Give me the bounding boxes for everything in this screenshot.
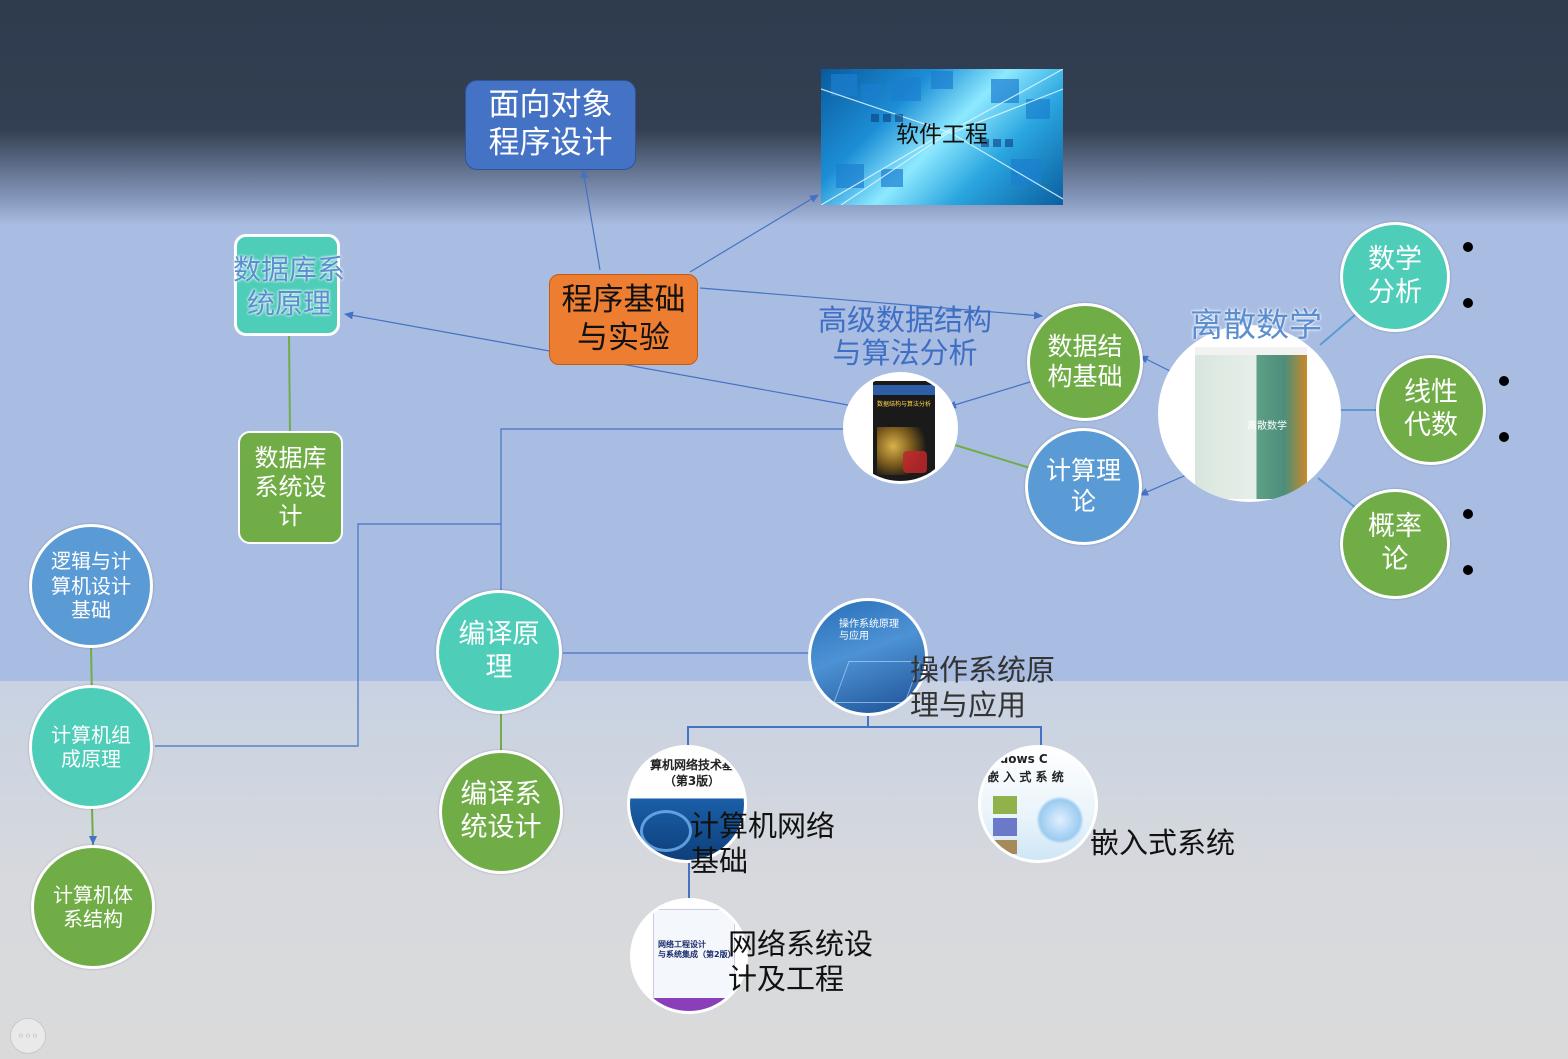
- arrow-basics-to-software: [689, 194, 819, 273]
- math-analysis-label: 数学 分析: [1368, 244, 1422, 308]
- line-os-tree: [687, 726, 1042, 745]
- math-analysis-node[interactable]: 数学 分析: [1340, 222, 1450, 332]
- discrete-cover-title: 离散数学: [1247, 421, 1287, 432]
- arrow-basics-to-oop: [580, 169, 601, 271]
- slide-menu-button[interactable]: ◦◦◦: [10, 1018, 46, 1054]
- oop-label: 面向对象 程序设计: [488, 87, 613, 161]
- compiler-node[interactable]: 编译原 理: [436, 590, 562, 714]
- network-cover-title: 算机网络技术基 （第3版）: [649, 758, 734, 788]
- arrow-ds-to-advds: [947, 381, 1031, 409]
- line-compiler-to-advds: [500, 428, 845, 590]
- network-book-cover[interactable]: 算机网络技术基 （第3版）: [627, 745, 747, 863]
- linear-algebra-label: 线性 代数: [1404, 377, 1458, 441]
- network-design-cover-title: 网络工程设计 与系统集成（第2版）: [658, 940, 736, 960]
- os-label: 操作系统原 理与应用: [910, 653, 1056, 723]
- network-label: 计算机网络 基础: [690, 809, 836, 879]
- software-eng-graphic: [821, 69, 1063, 205]
- bullet-dot: [1463, 565, 1473, 575]
- comp-theory-label: 计算理 论: [1045, 456, 1121, 516]
- logic-design-node[interactable]: 逻辑与计 算机设计 基础: [29, 524, 153, 648]
- adv-ds-label: 高级数据结构 与算法分析: [817, 303, 992, 371]
- ds-basics-label: 数据结 构基础: [1047, 331, 1123, 392]
- compiler-design-label: 编译系 统设计: [460, 779, 542, 843]
- embedded-cover-title: indows C 嵌 入 式 系 统: [987, 752, 1064, 784]
- discrete-math-book-cover[interactable]: 离散数学: [1158, 325, 1341, 502]
- network-design-book-cover[interactable]: 网络工程设计 与系统集成（第2版）: [630, 898, 748, 1014]
- db-design-node[interactable]: 数据库 系统设 计: [238, 431, 343, 544]
- line-discrete-probability: [1317, 477, 1357, 509]
- more-icon: ◦◦◦: [17, 1029, 39, 1043]
- os-book-cover[interactable]: 操作系统原理 与应用: [808, 598, 928, 716]
- linear-algebra-node[interactable]: 线性 代数: [1376, 355, 1486, 465]
- compiler-design-node[interactable]: 编译系 统设计: [439, 750, 563, 874]
- adv-ds-cover-title: 数据结构与算法分析: [876, 401, 931, 408]
- embedded-label: 嵌入式系统: [1090, 826, 1236, 860]
- bullet-dot: [1463, 509, 1473, 519]
- architecture-label: 计算机体 系结构: [53, 882, 133, 931]
- bullet-dot: [1463, 298, 1473, 308]
- probability-label: 概率 论: [1368, 511, 1422, 575]
- oop-node[interactable]: 面向对象 程序设计: [465, 80, 636, 170]
- ds-basics-node[interactable]: 数据结 构基础: [1027, 303, 1143, 421]
- architecture-node[interactable]: 计算机体 系结构: [31, 845, 155, 969]
- embedded-book-cover[interactable]: indows C 嵌 入 式 系 统: [978, 745, 1098, 863]
- compiler-label: 编译原 理: [458, 619, 540, 683]
- adv-ds-book-cover[interactable]: 数据结构与算法分析: [843, 372, 958, 484]
- db-design-label: 数据库 系统设 计: [254, 443, 327, 531]
- db-principles-node[interactable]: [234, 234, 340, 336]
- background-top: [0, 0, 1568, 225]
- bullet-dot: [1499, 432, 1509, 442]
- line-org-to-compiler: [155, 523, 501, 747]
- software-eng-image[interactable]: 软件工程: [821, 69, 1063, 205]
- prog-basics-node[interactable]: 程序基础 与实验: [549, 274, 698, 365]
- organization-node[interactable]: 计算机组 成原理: [29, 685, 153, 809]
- line-discrete-math-analysis: [1319, 314, 1356, 346]
- software-eng-label: 软件工程: [896, 122, 988, 148]
- comp-theory-node[interactable]: 计算理 论: [1025, 428, 1142, 545]
- arrow-basics-to-ds: [699, 287, 1043, 320]
- probability-node[interactable]: 概率 论: [1340, 489, 1450, 599]
- line-db-principles-design: [288, 335, 291, 433]
- discrete-math-label: 离散数学: [1190, 305, 1322, 344]
- network-design-label: 网络系统设 计及工程: [728, 927, 874, 997]
- db-principles-label: 数据库系 统原理: [232, 253, 345, 321]
- background-bottom: [0, 681, 1568, 1059]
- os-cover-title: 操作系统原理 与应用: [839, 619, 899, 642]
- logic-design-label: 逻辑与计 算机设计 基础: [51, 549, 131, 623]
- bullet-dot: [1499, 376, 1509, 386]
- bullet-dot: [1463, 242, 1473, 252]
- line-advds-theory: [954, 444, 1031, 469]
- prog-basics-label: 程序基础 与实验: [561, 281, 686, 356]
- organization-label: 计算机组 成原理: [51, 722, 131, 771]
